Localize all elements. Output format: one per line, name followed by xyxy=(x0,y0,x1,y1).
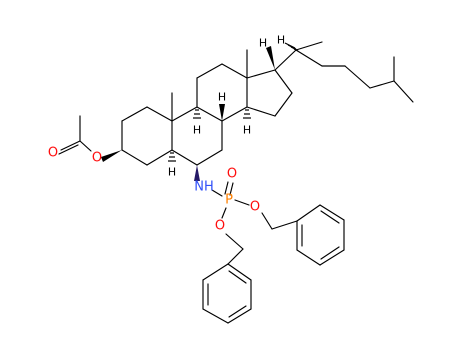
hash-c9-h xyxy=(193,109,201,119)
bond-phenyl-right-inner-2 xyxy=(320,246,340,260)
bond-p-o-right xyxy=(234,199,250,206)
hash-c5-h xyxy=(168,152,176,162)
bond-ch2-ring-right xyxy=(271,220,298,230)
wedge-c6-n xyxy=(194,165,200,181)
atom-o-phosphoryl: O xyxy=(227,167,237,182)
bond-phenyl-right-1 xyxy=(296,204,321,222)
atom-h-c17: H xyxy=(259,37,267,50)
bond-c12-c13 xyxy=(221,63,248,79)
bond-c20-c21 xyxy=(295,41,323,51)
bond-p-o-double-2 xyxy=(229,182,234,196)
bond-o-ch2-left xyxy=(225,233,244,250)
wedge-c8-h xyxy=(219,104,225,121)
bond-p-o-double-1 xyxy=(224,181,229,195)
atom-o-carbonyl: O xyxy=(48,146,58,161)
bond-phenyl-left-6 xyxy=(227,263,252,281)
bond-ch2-ring-left xyxy=(227,248,244,265)
bond-c24-c25 xyxy=(369,80,395,89)
bond-c6-c5 xyxy=(171,149,198,166)
atom-h-c14: H xyxy=(243,124,251,137)
atom-o-p-right: O xyxy=(250,200,260,215)
bond-phenyl-right-4 xyxy=(319,249,345,266)
bond-c4-c3 xyxy=(121,149,148,166)
bond-acetyl-carbonyl-1 xyxy=(60,140,81,151)
bond-phenyl-left-inner-3 xyxy=(228,270,247,284)
bond-phenyl-right-5 xyxy=(296,249,321,266)
atom-h-c20: H xyxy=(277,34,285,47)
atom-h-c8: H xyxy=(218,91,226,104)
atom-labels: O O NH P O O O H H H H H H xyxy=(48,34,285,234)
atom-nh: NH xyxy=(194,180,214,195)
bond-c9-c8 xyxy=(196,106,223,122)
atom-h-c9: H xyxy=(193,124,201,137)
bond-phenyl-right-2 xyxy=(319,204,345,221)
bond-acetyl-ester xyxy=(79,140,92,152)
wedge-c3-o xyxy=(101,150,122,162)
bond-c15-c14 xyxy=(246,106,276,117)
atom-p: P xyxy=(225,193,233,208)
bond-acetyl-carbonyl-2 xyxy=(58,144,79,155)
stereo-bonds xyxy=(101,42,299,181)
bond-c10-c9 xyxy=(171,106,198,122)
bond-phenyl-left-4 xyxy=(227,308,252,324)
bond-c13-c17 xyxy=(246,69,276,79)
bond-o-ch2-right xyxy=(261,212,273,230)
bond-c7-c6 xyxy=(196,149,223,166)
bond-c2-c1 xyxy=(121,106,148,122)
bond-c17-c16 xyxy=(274,69,293,94)
bond-n-p xyxy=(211,189,223,197)
bond-phenyl-right-inner-1 xyxy=(320,210,340,224)
bond-phenyl-left-inner-2 xyxy=(228,305,247,318)
hash-c20-h xyxy=(284,42,299,52)
bond-phenyl-left-1 xyxy=(202,263,229,281)
atom-o-p-left: O xyxy=(215,219,225,234)
bond-c23-c24 xyxy=(344,65,371,89)
atom-h-c5: H xyxy=(168,166,176,179)
bond-c5-c4 xyxy=(146,149,173,166)
bond-c20-c22 xyxy=(295,49,323,67)
bond-phenyl-left-3 xyxy=(202,308,229,324)
bond-c14-c8 xyxy=(221,106,248,122)
atom-o-ester: O xyxy=(92,151,102,166)
hash-c14-h xyxy=(243,109,251,119)
bond-c16-c15 xyxy=(274,92,293,117)
bond-c11-c12 xyxy=(196,63,223,79)
bond-p-o-left xyxy=(221,207,227,219)
wedge-c17-h xyxy=(266,46,275,70)
bond-c17-c20 xyxy=(274,49,297,71)
skeletal-bonds xyxy=(58,41,414,324)
bond-c1-c10 xyxy=(146,106,173,122)
bond-c25-c27 xyxy=(393,80,414,103)
